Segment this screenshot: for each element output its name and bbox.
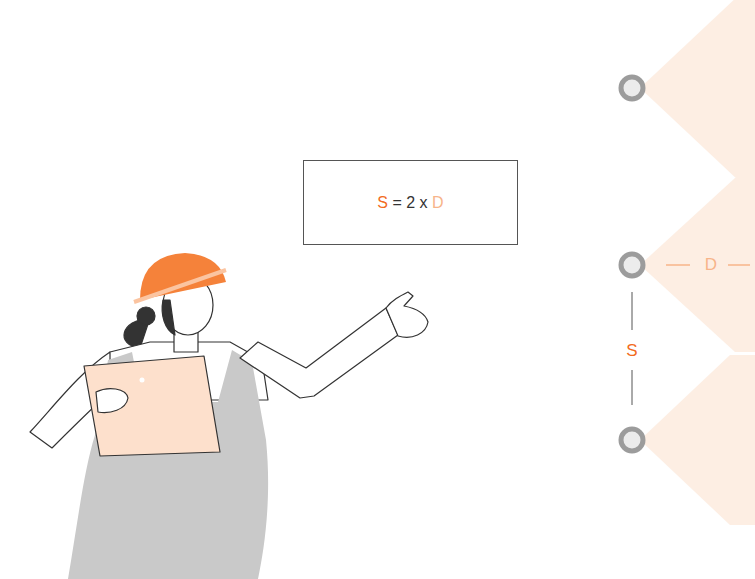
hair [162, 300, 175, 335]
raised-arm [240, 308, 398, 398]
overalls [68, 350, 268, 579]
light-cone [640, 355, 755, 525]
lamp-circle [621, 254, 643, 276]
light-cone [640, 178, 755, 352]
dimension-label: D [700, 255, 722, 275]
dimension-line [632, 292, 633, 330]
dimension-line [666, 264, 690, 266]
tablet [84, 356, 220, 456]
hat-brim [134, 270, 226, 302]
worker-figure [30, 253, 428, 579]
holding-hand [96, 389, 128, 413]
dimension-line [632, 370, 633, 405]
hair-bun [137, 307, 155, 325]
lamp-circle [621, 77, 643, 99]
dimension-line [728, 264, 750, 266]
pointing-hand [386, 292, 428, 337]
dimension-label: S [621, 341, 643, 361]
lamp-circle [621, 429, 643, 451]
formula-text: S = 2 x D [377, 194, 443, 212]
formula-box: S = 2 x D [303, 160, 518, 245]
tablet-dot [140, 378, 145, 383]
light-cone [640, 0, 755, 196]
